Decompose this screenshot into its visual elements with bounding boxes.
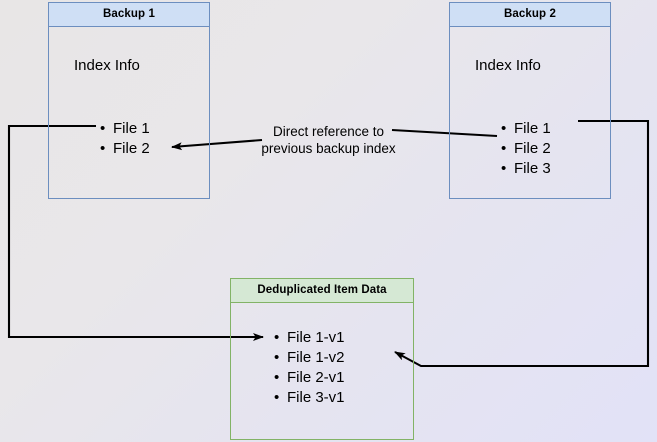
node-deduplicated-item-data[interactable]: Deduplicated Item Data File 1-v1 File 1-… bbox=[230, 278, 414, 440]
node-backup-1[interactable]: Backup 1 Index Info File 1 File 2 bbox=[48, 2, 210, 199]
edge-label-direct-reference: Direct reference to previous backup inde… bbox=[246, 123, 411, 157]
list-item: File 3 bbox=[501, 159, 551, 179]
node-deduplicated-item-data-header: Deduplicated Item Data bbox=[231, 279, 413, 303]
list-item: File 1-v2 bbox=[274, 348, 345, 368]
backup-2-file-list: File 1 File 2 File 3 bbox=[501, 119, 551, 179]
connector-backup1-to-dedup bbox=[7, 124, 264, 341]
node-deduplicated-item-data-body: File 1-v1 File 1-v2 File 2-v1 File 3-v1 bbox=[231, 303, 413, 439]
backup-1-file-list: File 1 File 2 bbox=[100, 119, 150, 159]
node-backup-1-header: Backup 1 bbox=[49, 3, 209, 27]
backup-1-index-info-label: Index Info bbox=[74, 57, 140, 74]
list-item: File 2 bbox=[501, 139, 551, 159]
list-item: File 1-v1 bbox=[274, 328, 345, 348]
node-backup-2[interactable]: Backup 2 Index Info File 1 File 2 File 3 bbox=[449, 2, 611, 199]
connector-reference-label-to-backup1 bbox=[171, 138, 263, 151]
list-item: File 2 bbox=[100, 139, 150, 159]
list-item: File 1 bbox=[100, 119, 150, 139]
dedup-file-list: File 1-v1 File 1-v2 File 2-v1 File 3-v1 bbox=[274, 328, 345, 408]
node-backup-2-header: Backup 2 bbox=[450, 3, 610, 27]
backup-2-index-info-label: Index Info bbox=[475, 57, 541, 74]
node-backup-1-body: Index Info File 1 File 2 bbox=[49, 27, 209, 198]
connector-backup2-to-dedup bbox=[394, 119, 650, 368]
node-backup-2-body: Index Info File 1 File 2 File 3 bbox=[450, 27, 610, 198]
connector-backup2-to-reference-label bbox=[391, 128, 498, 138]
list-item: File 1 bbox=[501, 119, 551, 139]
edge-label-line-1: Direct reference to bbox=[272, 124, 385, 139]
list-item: File 2-v1 bbox=[274, 368, 345, 388]
list-item: File 3-v1 bbox=[274, 388, 345, 408]
edge-label-line-2: previous backup index bbox=[261, 141, 396, 156]
